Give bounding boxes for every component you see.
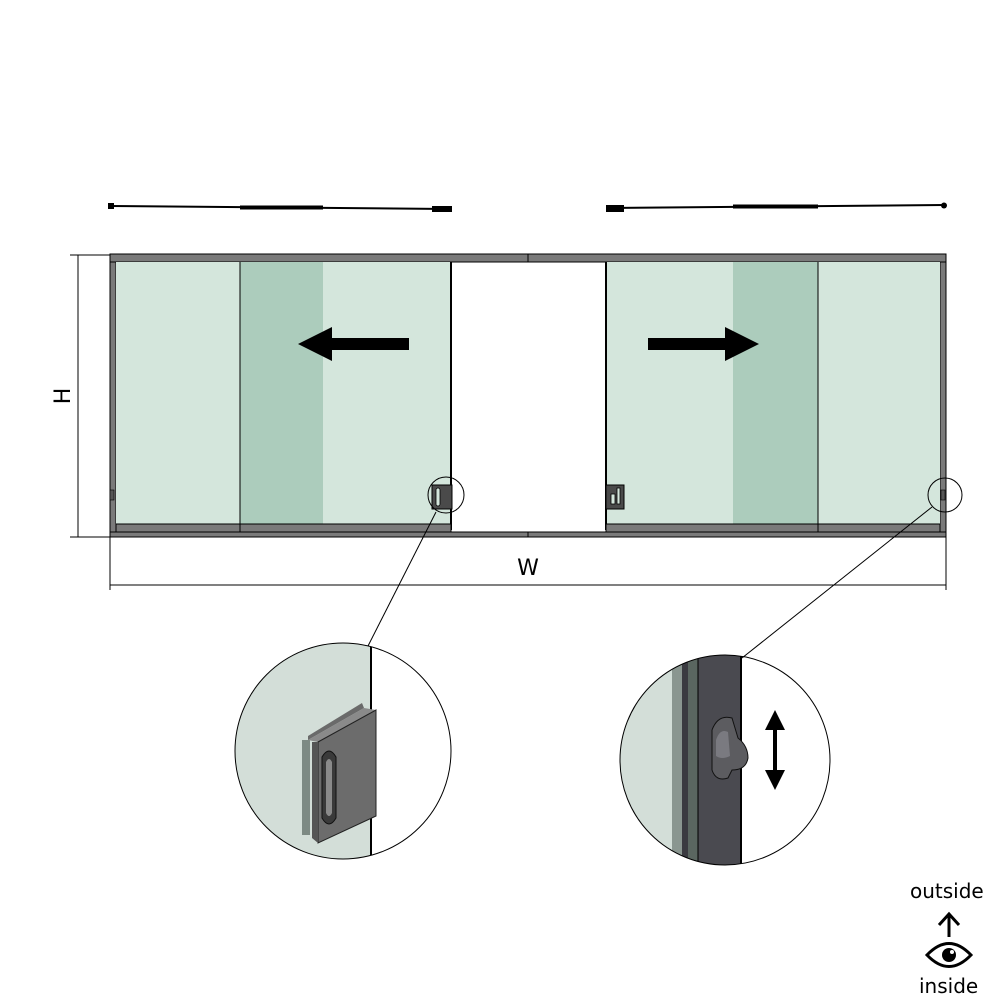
plan-right-track: [605, 202, 947, 212]
right-fixed-panel: [818, 262, 940, 524]
right-bottom-rail: [605, 523, 941, 533]
arrow-left-icon: [298, 327, 409, 361]
door-elevation: [109, 253, 963, 538]
left-handle-small-icon: [431, 484, 453, 510]
width-dimension: W: [109, 537, 947, 590]
height-dimension: H: [51, 254, 110, 538]
right-post-latch: [940, 489, 946, 501]
height-label: H: [51, 388, 76, 405]
left-panel-overlap: [240, 262, 323, 524]
width-label: W: [517, 556, 539, 581]
detail-callout-left: [427, 476, 465, 514]
double-arrow-vertical-icon: [765, 710, 785, 790]
inside-label: inside: [919, 974, 979, 998]
right-handle-small-icon: [605, 484, 625, 510]
leader-line-right: [741, 506, 933, 659]
outside-label: outside: [910, 879, 984, 903]
recessed-pull-handle-icon: [302, 703, 377, 844]
left-bottom-rail: [115, 523, 452, 533]
left-post-latch: [109, 489, 115, 501]
arrow-up-icon: [937, 911, 961, 937]
sliding-lock-latch-icon: [711, 716, 749, 780]
handle-detail-left: [234, 642, 452, 860]
top-plan-view: [108, 202, 947, 212]
arrow-right-icon: [648, 327, 759, 361]
eye-icon: [924, 942, 974, 968]
right-panel-overlap: [733, 262, 818, 524]
leader-line-left: [367, 511, 437, 647]
left-fixed-panel: [116, 262, 240, 524]
latch-detail-right: [619, 654, 831, 866]
detail-callout-right: [927, 477, 963, 513]
plan-left-track: [108, 203, 452, 212]
